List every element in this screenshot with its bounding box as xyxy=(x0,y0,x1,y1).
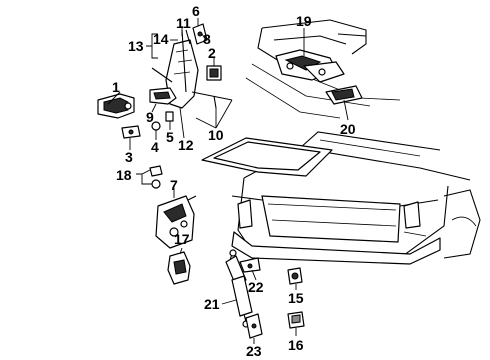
callout-22: 22 xyxy=(248,279,264,295)
callout-5: 5 xyxy=(166,129,174,145)
callout-8: 8 xyxy=(203,31,211,47)
callout-7: 7 xyxy=(170,177,178,193)
callout-1: 1 xyxy=(112,79,120,95)
callout-11: 11 xyxy=(176,15,191,31)
callout-3: 3 xyxy=(125,149,133,165)
callout-6: 6 xyxy=(192,3,200,19)
callout-15: 15 xyxy=(288,290,304,306)
callout-20: 20 xyxy=(340,121,356,137)
callout-13: 13 xyxy=(128,38,144,54)
bumper-parts xyxy=(287,267,305,329)
latch-assembly xyxy=(97,23,233,139)
callout-labels: 1 2 3 4 5 6 7 8 9 10 11 12 13 14 15 16 1… xyxy=(112,3,356,359)
support-strut xyxy=(225,249,263,339)
callout-21: 21 xyxy=(204,296,220,312)
hinge-assembly xyxy=(245,19,401,119)
lower-latch-parts xyxy=(149,165,197,285)
callout-12: 12 xyxy=(178,137,194,153)
callout-2: 2 xyxy=(208,45,216,61)
callout-18: 18 xyxy=(116,167,132,183)
callout-16: 16 xyxy=(288,337,304,353)
callout-14: 14 xyxy=(153,31,169,47)
vehicle-rear xyxy=(201,131,481,265)
callout-17: 17 xyxy=(174,231,190,247)
callout-9: 9 xyxy=(146,109,154,125)
callout-4: 4 xyxy=(151,139,159,155)
callout-19: 19 xyxy=(296,13,312,29)
leader-lines xyxy=(107,18,349,344)
callout-10: 10 xyxy=(208,127,224,143)
callout-23: 23 xyxy=(246,343,262,359)
